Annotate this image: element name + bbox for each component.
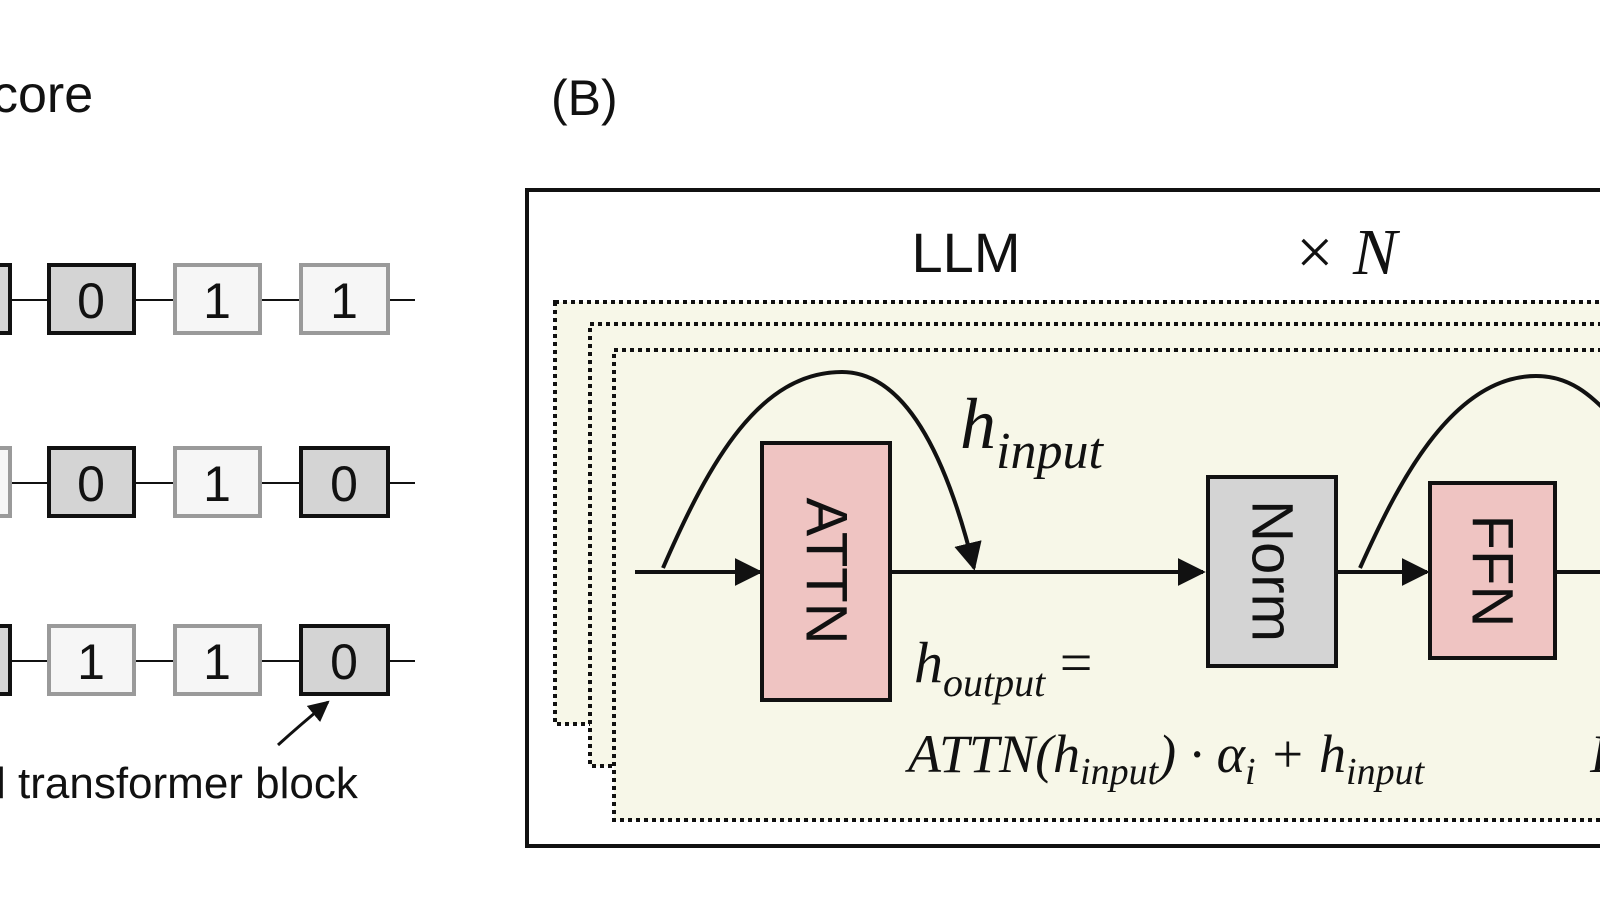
eq-output-sub: output: [943, 660, 1046, 705]
panel-a-title: core: [0, 66, 93, 124]
annotation-arrow: [276, 700, 330, 747]
score-cell: [173, 263, 262, 335]
score-cell-value: 0: [330, 456, 358, 512]
score-cell-value: 0: [77, 273, 105, 329]
eq-mid: ) · α: [1155, 724, 1246, 784]
eq-equals: =: [1045, 630, 1092, 695]
residual-arc-attn: [661, 369, 982, 571]
score-cell-value: 1: [203, 634, 231, 690]
score-cell-value: 1: [203, 456, 231, 512]
norm-block: [1206, 475, 1338, 668]
equation-line-1: houtput =: [914, 630, 1092, 705]
score-row-1: 0 1 1: [0, 263, 415, 335]
ffn-block: [1428, 481, 1557, 660]
eq-h: h: [914, 630, 943, 695]
eq-alpha-sub: i: [1245, 751, 1256, 793]
panel-a: core 0 1 1 0 1 0 1: [0, 66, 415, 808]
panel-b-label: (B): [551, 70, 618, 126]
score-cell: [173, 624, 262, 696]
score-row-2: 0 1 0: [0, 446, 415, 518]
annotation-text: l transformer block: [0, 759, 359, 808]
score-cell: [299, 624, 390, 696]
score-cell: [47, 446, 136, 518]
score-cell: [47, 263, 136, 335]
repeat-label: × N: [1292, 216, 1401, 289]
score-cell-value: 0: [77, 456, 105, 512]
score-cell: [173, 446, 262, 518]
equation-line-2: ATTN(hinput) · αi + hinput: [905, 724, 1426, 793]
norm-label: Norm: [1240, 500, 1305, 642]
score-cell: [0, 624, 12, 696]
residual-arc-ffn: [1358, 373, 1600, 569]
score-cell-value: 1: [203, 273, 231, 329]
equation-cut-glyph: I: [1589, 724, 1600, 784]
eq-plus-h: + h: [1256, 724, 1346, 784]
h-input-label: hinput: [960, 384, 1104, 480]
score-cell-value: 1: [330, 273, 358, 329]
eq-input-sub-1: input: [1080, 751, 1160, 793]
ffn-label: FFN: [1460, 515, 1525, 628]
eq-input-sub-2: input: [1346, 751, 1426, 793]
llm-label: LLM: [912, 221, 1021, 284]
score-row-3: 1 1 0: [0, 624, 415, 696]
attn-block: [760, 441, 892, 702]
score-cell: [0, 446, 12, 518]
eq-attn-fn: ATTN(h: [905, 724, 1080, 784]
h-input-base: h: [960, 384, 996, 464]
score-cell: [299, 446, 390, 518]
panel-b: (B) LLM × N ATTN Norm FFN hinput houtput…: [525, 70, 1600, 848]
h-input-sub: input: [996, 423, 1104, 480]
score-cell-value: 1: [77, 634, 105, 690]
attn-label: ATTN: [794, 497, 859, 644]
score-cell: [299, 263, 390, 335]
score-cell: [0, 263, 12, 335]
score-cell: [47, 624, 136, 696]
score-cell-value: 0: [330, 634, 358, 690]
